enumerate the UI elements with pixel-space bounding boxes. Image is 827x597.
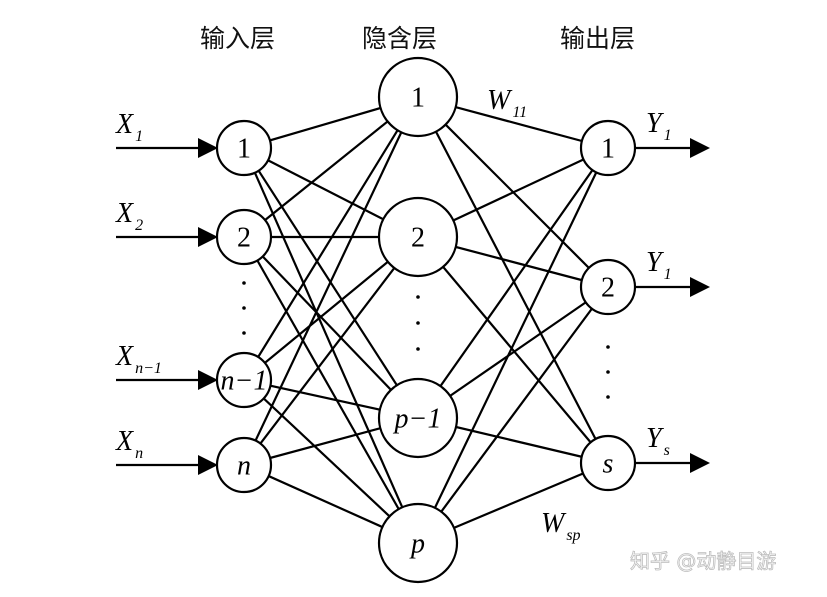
node-circle bbox=[215, 119, 273, 177]
hidden-ellipsis-dot bbox=[416, 321, 420, 325]
node-circle bbox=[377, 502, 459, 584]
node-label: 1 bbox=[411, 83, 425, 114]
edge-l0-3-to-1 bbox=[243, 236, 419, 466]
node-circle bbox=[377, 196, 459, 278]
node-label: n−1 bbox=[221, 366, 268, 397]
node-label: 2 bbox=[411, 223, 425, 254]
node-circle bbox=[579, 119, 637, 177]
node-label: 2 bbox=[237, 223, 251, 254]
edge-l1-3-to-0 bbox=[417, 147, 609, 544]
edge-l1-3-to-1 bbox=[417, 286, 609, 544]
edge-l0-3-to-0 bbox=[243, 96, 419, 466]
node-label: s bbox=[603, 449, 614, 480]
node-circle bbox=[377, 377, 459, 459]
output-arrowhead-1 bbox=[690, 138, 710, 158]
node-circle bbox=[215, 351, 273, 409]
hidden-node-3: p−1 bbox=[377, 377, 459, 459]
node-circle bbox=[377, 56, 459, 138]
input-node-4: n bbox=[215, 436, 273, 494]
hidden-node-2: 2 bbox=[377, 196, 459, 278]
hidden-ellipsis-dot bbox=[416, 295, 420, 299]
input-arrowhead-4 bbox=[198, 455, 218, 475]
edge-l1-1-to-2 bbox=[417, 236, 609, 464]
edge-l1-0-to-2 bbox=[417, 96, 609, 464]
node-label: p bbox=[409, 529, 425, 560]
hidden-node-4: p bbox=[377, 502, 459, 584]
node-label: 1 bbox=[601, 134, 615, 165]
connections bbox=[242, 95, 609, 545]
edge-l1-2-to-0 bbox=[417, 147, 609, 419]
edge-l0-1-to-3 bbox=[243, 236, 419, 544]
input-node-3: n−1 bbox=[215, 351, 273, 409]
output-ellipsis-dot bbox=[606, 395, 610, 399]
input-ellipsis-dot bbox=[242, 281, 246, 285]
input-layer-title: 输入层 bbox=[200, 24, 275, 53]
io-arrows bbox=[116, 138, 710, 475]
input-ellipsis-dot bbox=[242, 306, 246, 310]
watermark: 知乎 @动静目游 bbox=[630, 549, 776, 573]
node-label: 1 bbox=[237, 134, 251, 165]
hidden-layer-title: 隐含层 bbox=[362, 24, 437, 53]
output-node-1: 1 bbox=[579, 119, 637, 177]
node-circle bbox=[579, 258, 637, 316]
ellipsis-dots bbox=[242, 281, 610, 399]
input-node-1: 1 bbox=[215, 119, 273, 177]
nodes: 1 2 n−1 n 1 2 p−1 p 1 2 s bbox=[215, 56, 637, 584]
edge-l0-2-to-0 bbox=[243, 96, 419, 381]
node-label: n bbox=[237, 451, 251, 482]
input-ellipsis-dot bbox=[242, 331, 246, 335]
hidden-ellipsis-dot bbox=[416, 347, 420, 351]
node-label: 2 bbox=[601, 273, 615, 304]
hidden-node-1: 1 bbox=[377, 56, 459, 138]
input-arrowhead-3 bbox=[198, 370, 218, 390]
node-circle bbox=[215, 208, 273, 266]
output-node-2: 2 bbox=[579, 258, 637, 316]
output-node-3: s bbox=[579, 434, 637, 492]
output-arrowhead-3 bbox=[690, 453, 710, 473]
output-layer-title: 输出层 bbox=[560, 24, 635, 53]
node-label: p−1 bbox=[393, 404, 442, 435]
output-ellipsis-dot bbox=[606, 370, 610, 374]
node-circle bbox=[215, 436, 273, 494]
input-arrowhead-2 bbox=[198, 227, 218, 247]
input-arrowhead-1 bbox=[198, 138, 218, 158]
input-node-2: 2 bbox=[215, 208, 273, 266]
node-circle bbox=[579, 434, 637, 492]
output-arrowhead-2 bbox=[690, 277, 710, 297]
edge-l0-1-to-2 bbox=[243, 236, 419, 419]
output-ellipsis-dot bbox=[606, 345, 610, 349]
